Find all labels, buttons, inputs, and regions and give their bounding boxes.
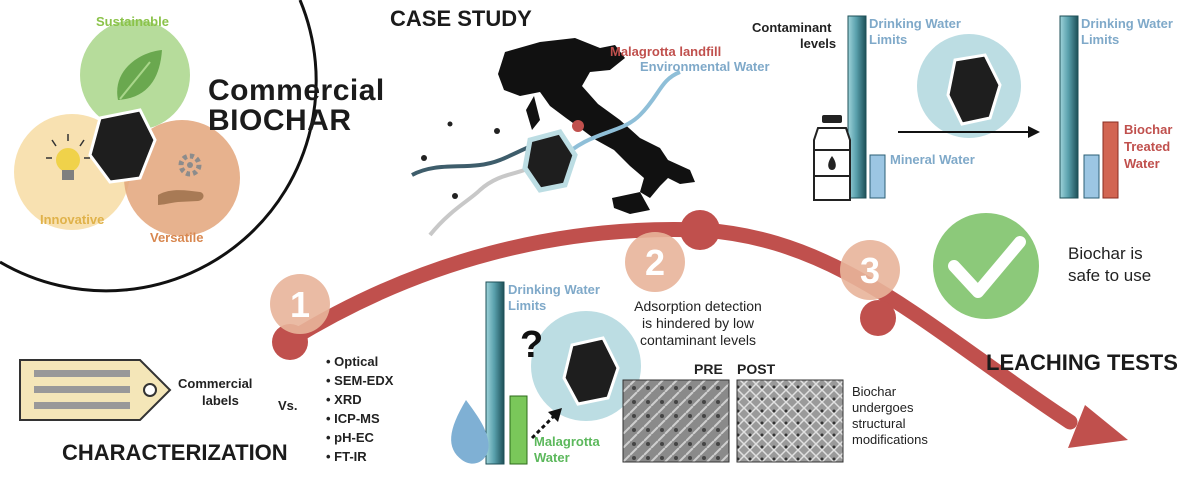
pre-label: PRE: [694, 361, 723, 377]
leaching-heading: LEACHING TESTS: [986, 350, 1178, 375]
characterization-methods-list: Optical SEM-EDX XRD ICP-MS pH-EC FT-IR: [326, 352, 393, 466]
biochar-chunk-adsorption-icon: [562, 336, 620, 406]
step-number-1: 1: [289, 284, 311, 325]
environmental-water-label: Environmental Water: [640, 59, 770, 74]
sem-image-pre: [622, 379, 730, 463]
treated-label-2: Treated: [1124, 139, 1171, 154]
sem-image-post: [736, 379, 844, 463]
river-line-blue: [558, 70, 681, 162]
biochar-frame-circle: [0, 0, 318, 293]
limit-label-left-1: Drinking Water: [869, 16, 961, 31]
gear-hand-icon: [158, 153, 204, 205]
arrow-head: [1068, 405, 1128, 448]
lightbulb-icon: [46, 134, 90, 180]
safe-label-line1: Biochar is: [1068, 244, 1143, 263]
post-label: POST: [737, 361, 776, 377]
malagrotta-water-bar: [509, 395, 528, 465]
malagrotta-water-label-2: Water: [534, 450, 570, 465]
contaminant-label-line2: levels: [800, 36, 837, 51]
adsorption-dashed-arrow: [530, 412, 558, 440]
structural-note-line3: structural: [852, 416, 906, 431]
step-circle-3: [840, 240, 900, 300]
step-node-2: [680, 210, 720, 250]
method-item: ICP-MS: [326, 409, 393, 428]
structural-note-line4: modifications: [852, 432, 928, 447]
method-item: SEM-EDX: [326, 371, 393, 390]
limit-bar-right: [1059, 15, 1079, 199]
safe-label-line2: safe to use: [1068, 266, 1152, 285]
label-tag-icon: [19, 359, 172, 421]
adsorption-note-line3: contaminant levels: [640, 332, 756, 348]
limit-bar-left: [847, 15, 867, 199]
biochar-title-line1: Commercial: [208, 74, 385, 107]
adsorption-limit-label-1: Drinking Water: [508, 282, 600, 297]
step-circle-1: [270, 274, 330, 334]
question-mark: ?: [520, 324, 544, 366]
treated-water-red-bar: [1102, 121, 1119, 199]
water-bottle-icon: [813, 115, 851, 201]
versatile-label: Versatile: [150, 230, 204, 245]
limit-label-left-2: Limits: [869, 32, 908, 47]
river-line-grey: [428, 163, 537, 237]
treated-water-blue-bar: [1083, 154, 1100, 199]
treated-label-3: Water: [1124, 156, 1160, 171]
structural-note-line1: Biochar: [852, 384, 897, 399]
check-circle: [933, 213, 1039, 319]
characterization-heading: CHARACTERIZATION: [62, 440, 288, 465]
commercial-labels-line2: labels: [202, 393, 239, 408]
step-number-3: 3: [859, 250, 881, 291]
biochar-chunk-case-icon: [522, 129, 578, 193]
step-circle-2: [625, 232, 685, 292]
malagrotta-water-label-1: Malagrotta: [534, 434, 600, 449]
method-item: pH-EC: [326, 428, 393, 447]
commercial-labels-line1: Commercial: [178, 376, 253, 391]
innovative-label: Innovative: [40, 212, 105, 227]
mineral-water-bar: [869, 154, 886, 199]
adsorption-note-line1: Adsorption detection: [634, 298, 762, 314]
case-study-heading: CASE STUDY: [390, 6, 532, 31]
water-drop-icon: [451, 400, 489, 464]
contaminant-label-line1: Contaminant: [752, 20, 832, 35]
step-node-3: [860, 300, 896, 336]
vs-label: Vs.: [278, 398, 298, 413]
biochar-title-line2: BIOCHAR: [208, 104, 352, 137]
treated-label-1: Biochar: [1124, 122, 1173, 137]
biochar-chunk-icon: [88, 108, 157, 184]
step-number-2: 2: [644, 242, 666, 283]
leaf-icon: [117, 50, 162, 100]
landfill-label: Malagrotta landfill: [610, 44, 722, 59]
biochar-chunk-treatment-icon: [946, 53, 1002, 126]
structural-note-line2: undergoes: [852, 400, 914, 415]
adsorption-note-line2: is hindered by low: [641, 315, 755, 331]
limit-bar-adsorption: [485, 281, 505, 465]
sustainable-label: Sustainable: [96, 14, 169, 29]
limit-label-right-1: Drinking Water: [1081, 16, 1173, 31]
limit-label-right-2: Limits: [1081, 32, 1120, 47]
adsorption-limit-label-2: Limits: [508, 298, 547, 313]
check-icon: [948, 236, 1026, 298]
landfill-dot: [572, 120, 584, 132]
method-item: XRD: [326, 390, 393, 409]
mineral-water-label: Mineral Water: [890, 152, 975, 167]
method-item: Optical: [326, 352, 393, 371]
method-item: FT-IR: [326, 447, 393, 466]
